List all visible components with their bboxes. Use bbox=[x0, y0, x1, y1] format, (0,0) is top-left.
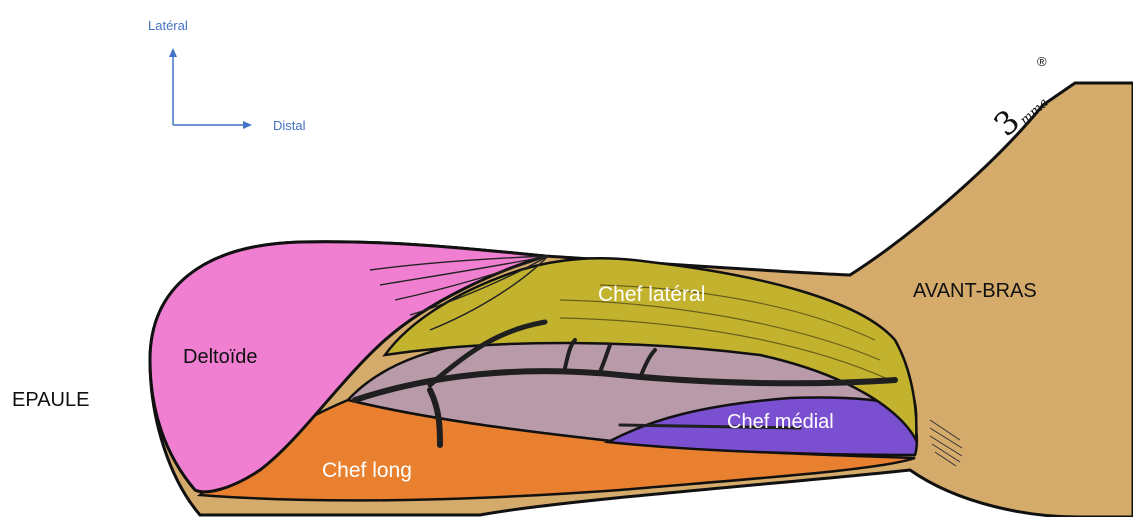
distal-label: Distal bbox=[273, 118, 306, 133]
distal-arrowhead bbox=[243, 121, 252, 129]
lateral-label: Latéral bbox=[148, 18, 188, 33]
deltoid-label: Deltoïde bbox=[183, 346, 258, 368]
lateral-head-label: Chef latéral bbox=[598, 283, 705, 306]
lateral-arrowhead bbox=[169, 48, 177, 57]
medial-head-label: Chef médial bbox=[727, 411, 834, 433]
forearm-label: AVANT-BRAS bbox=[913, 280, 1037, 302]
registered-mark: ® bbox=[1037, 54, 1047, 69]
orientation-indicator: Latéral Distal bbox=[148, 18, 306, 133]
shoulder-label: EPAULE bbox=[12, 389, 89, 411]
long-head-label: Chef long bbox=[322, 459, 412, 482]
